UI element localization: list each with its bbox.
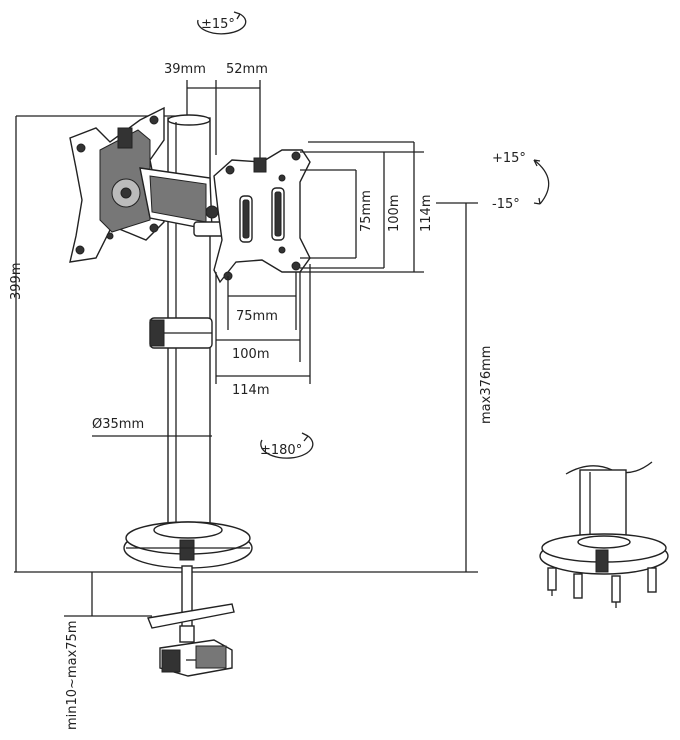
offset-left-label: 39mm [164, 62, 206, 77]
vesa-small-height-label: 75mm [359, 190, 374, 232]
swivel-indicator: ±180° [260, 432, 314, 459]
tilt-label: ±15° [201, 17, 235, 32]
vesa-small-width-label: 75mm [236, 309, 278, 324]
right-vesa-plate [213, 149, 311, 284]
total-height-dimension: 399m [9, 115, 190, 572]
vesa-width-dimensions: 75mm 100m 114m [215, 264, 311, 398]
vesa-height-dimensions: 75mm 100m 114m [300, 141, 434, 273]
max-height-dimension: max376mm [436, 202, 494, 572]
desk-clamp [147, 565, 235, 677]
base-plate [123, 521, 253, 569]
arm-connector [139, 167, 225, 237]
grommet-base-inset [539, 461, 669, 608]
max-height-label: max376mm [479, 346, 494, 424]
rotate-plus-label: +15° [492, 151, 526, 166]
offset-right-label: 52mm [226, 62, 268, 77]
vesa-large-height-label: 114m [419, 195, 434, 232]
swivel-label: ±180° [260, 443, 302, 458]
left-vesa-plate [69, 106, 165, 263]
rotate-minus-label: -15° [492, 197, 520, 212]
offset-dimensions: 39mm 52mm [164, 62, 268, 160]
clamp-range-dimension: min10~max75m [64, 572, 152, 730]
clamp-range-label: min10~max75m [65, 621, 80, 730]
pole-diameter-label: Ø35mm [92, 417, 144, 432]
vesa-large-width-label: 114m [232, 383, 269, 398]
rotation-indicator: +15° -15° [492, 151, 550, 212]
vesa-mid-width-label: 100m [232, 347, 269, 362]
pole-diameter-dimension: Ø35mm [92, 417, 212, 437]
total-height-label: 399m [9, 263, 24, 300]
tilt-indicator: ±15° [197, 11, 247, 35]
vesa-mid-height-label: 100m [387, 195, 402, 232]
pole-collar [149, 317, 213, 349]
